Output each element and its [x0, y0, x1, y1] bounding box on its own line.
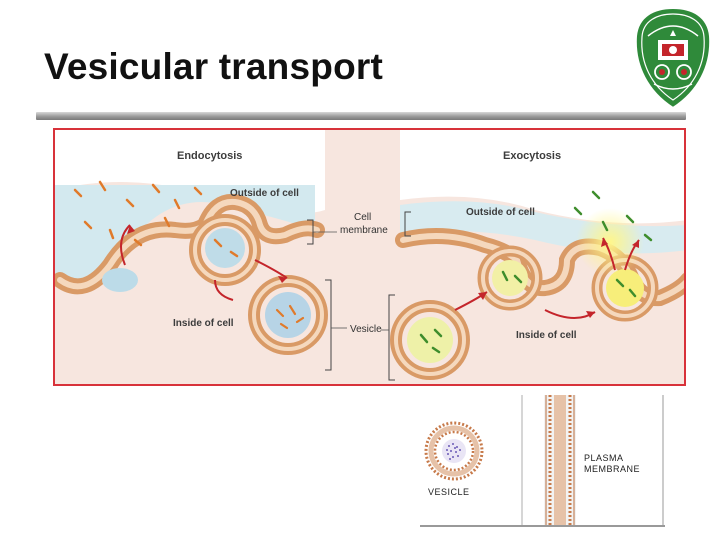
label-inside-right: Inside of cell	[516, 330, 577, 341]
membrane-inset: VESICLE PLASMA MEMBRANE	[420, 395, 665, 528]
university-logo	[632, 6, 714, 110]
inset-label-vesicle: VESICLE	[428, 487, 470, 497]
label-exocytosis: Exocytosis	[503, 150, 562, 162]
vesicular-transport-diagram: Endocytosis Exocytosis Outside of cell O…	[53, 128, 686, 386]
label-cell-membrane-2: membrane	[340, 225, 388, 236]
label-outside-right: Outside of cell	[466, 207, 535, 218]
diagram-artwork	[55, 130, 684, 384]
inset-artwork	[420, 395, 665, 527]
label-vesicle: Vesicle	[350, 324, 382, 335]
inset-label-membrane: MEMBRANE	[584, 464, 641, 474]
title-divider	[36, 112, 686, 120]
university-crest-icon	[634, 6, 712, 110]
label-inside-left: Inside of cell	[173, 318, 234, 329]
inset-label-plasma: PLASMA	[584, 453, 624, 463]
label-endocytosis: Endocytosis	[177, 150, 243, 162]
label-cell-membrane-1: Cell	[354, 212, 372, 223]
slide-title: Vesicular transport	[44, 46, 383, 87]
label-outside-left: Outside of cell	[230, 188, 299, 199]
